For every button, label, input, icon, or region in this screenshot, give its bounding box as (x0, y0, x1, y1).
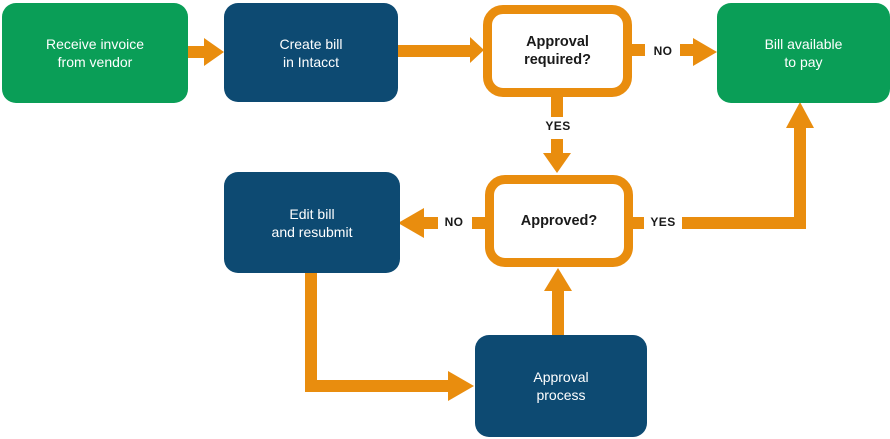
arrowhead-down-icon (543, 153, 571, 173)
arrowhead-up-icon (786, 102, 814, 128)
connector-stub-approval-required-right (632, 44, 645, 56)
connector-yes-to-approved (551, 139, 563, 153)
node-bill-available-label: Bill available to pay (764, 36, 843, 70)
node-create-bill-label: Create bill in Intacct (279, 35, 343, 70)
connector-no-to-edit-bill (424, 217, 438, 229)
node-approved: Approved? (485, 175, 633, 267)
connector-create-to-approval-required (398, 45, 470, 57)
node-approval-required: Approval required? (483, 5, 632, 97)
node-create-bill: Create bill in Intacct (224, 3, 398, 102)
connector-stub-approved-left (472, 217, 485, 229)
arrowhead-right-icon (204, 38, 224, 66)
arrowhead-up-icon (544, 268, 572, 291)
connector-approval-process-up (552, 290, 564, 335)
node-approval-required-label: Approval required? (524, 34, 591, 68)
arrowhead-left-icon (398, 208, 424, 238)
edge-label-no: NO (653, 44, 673, 58)
arrowhead-right-icon (470, 37, 484, 63)
connector-receive-to-create (188, 46, 204, 58)
node-edit-bill: Edit bill and resubmit (224, 172, 400, 273)
node-bill-available: Bill available to pay (717, 3, 890, 103)
edge-label-no: NO (444, 215, 464, 229)
connector-yes-to-bill-available-horizontal (682, 217, 806, 229)
edge-label-yes: YES (650, 215, 676, 229)
connector-yes-to-bill-available-vertical (794, 128, 806, 229)
connector-edit-bill-down (305, 272, 317, 392)
connector-no-to-bill-available (680, 44, 693, 56)
connector-stub-approval-required-bottom (551, 97, 563, 117)
arrowhead-right-icon (693, 38, 717, 66)
node-approved-label: Approved? (520, 213, 598, 229)
node-approval-process: Approval process (475, 335, 647, 437)
connector-stub-approved-right (630, 217, 644, 229)
node-receive-invoice: Receive invoice from vendor (2, 3, 188, 103)
connector-edit-bill-to-approval-process (305, 380, 448, 392)
node-approval-process-label: Approval process (533, 369, 589, 403)
arrowhead-right-icon (448, 371, 474, 401)
node-receive-invoice-label: Receive invoice from vendor (45, 36, 145, 70)
edge-label-yes: YES (545, 119, 571, 133)
node-edit-bill-label: Edit bill and resubmit (271, 205, 353, 240)
